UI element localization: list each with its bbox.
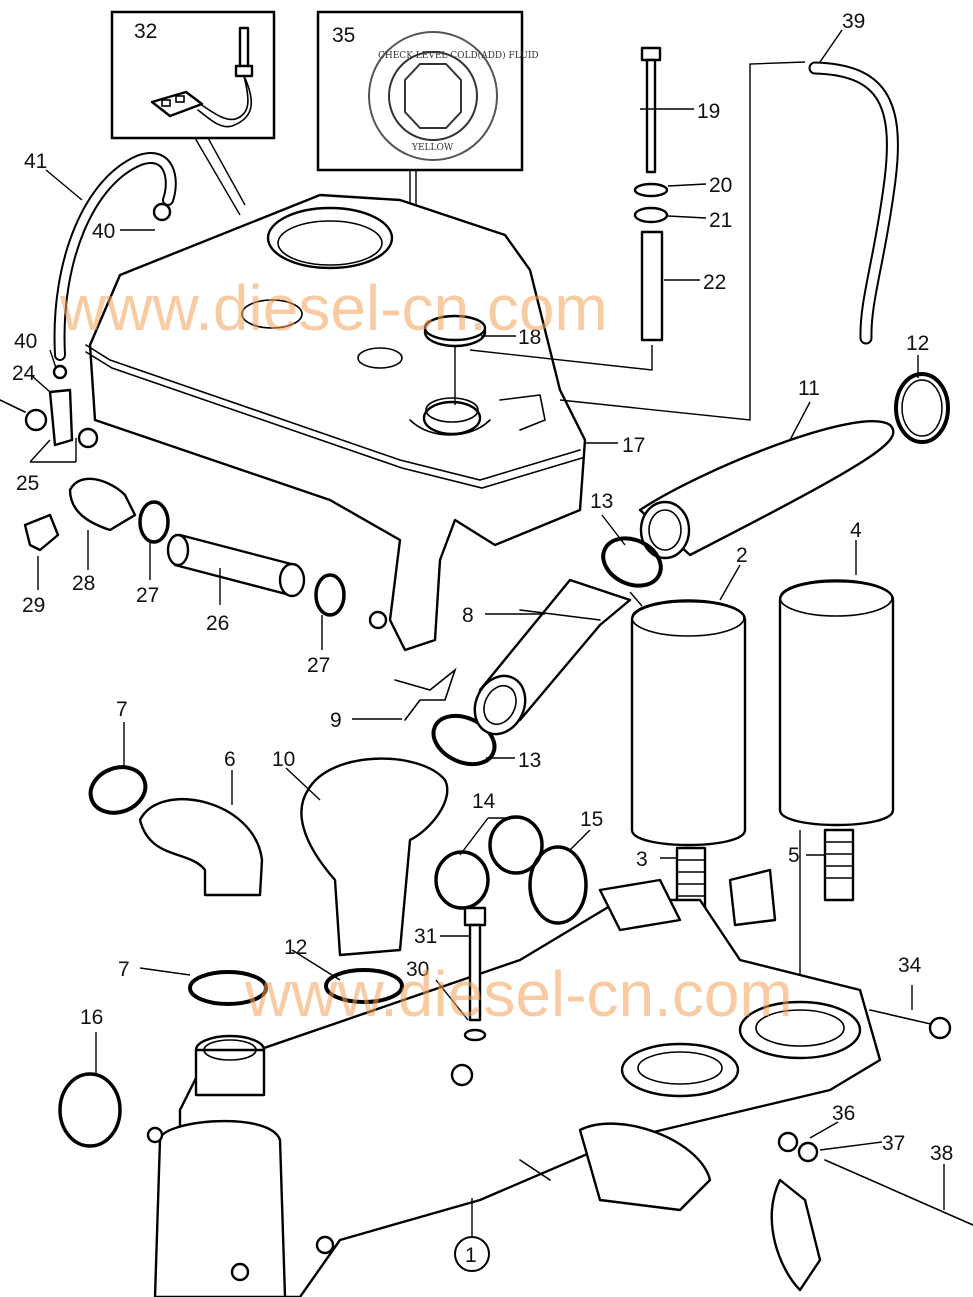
callout-39: 39 (842, 10, 865, 33)
callout-31: 31 (414, 925, 437, 948)
callout-9: 9 (330, 709, 342, 732)
callout-41: 41 (24, 150, 47, 173)
callout-labels: 41 40 40 24 25 29 28 27 26 27 19 20 21 2… (12, 10, 953, 1272)
inset-box-32: 32 (110, 10, 276, 216)
tube-11 (638, 420, 895, 560)
callout-5: 5 (788, 844, 800, 867)
manifold-body-1 (146, 868, 882, 1297)
callout-2: 2 (736, 544, 748, 567)
callout-18: 18 (518, 326, 541, 349)
callout-21: 21 (709, 209, 732, 232)
long-bolt-38 (824, 1159, 973, 1226)
cap-text-top: CHECK LEVEL COLD(ADD) FLUID (378, 50, 539, 61)
callout-16: 16 (80, 1006, 103, 1029)
callout-8: 8 (462, 604, 474, 627)
callout-11: 11 (798, 377, 820, 400)
filter-2 (630, 599, 747, 847)
plug-29 (23, 513, 60, 552)
watermark-bottom: www.diesel-cn.com (244, 958, 793, 1030)
callout-29: 29 (22, 594, 45, 617)
o-ring-16 (58, 1072, 122, 1148)
callout-12-bottom: 12 (284, 936, 307, 959)
o-rings-14-15 (434, 815, 588, 925)
callout-12-top: 12 (906, 332, 929, 355)
callout-24: 24 (12, 362, 36, 385)
bolt-34 (869, 1009, 952, 1040)
bolt-31 (463, 906, 487, 1042)
callout-1-circle: 1 (454, 1236, 490, 1272)
clamp-7-bottom (188, 970, 268, 1006)
callout-6: 6 (224, 748, 236, 771)
callout-13-bottom: 13 (518, 749, 541, 772)
callout-40-top: 40 (92, 220, 115, 243)
callout-37: 37 (882, 1132, 905, 1155)
connector-pipe-8 (473, 578, 632, 736)
sensor-36-37 (770, 1131, 822, 1292)
clamp-12-top (894, 372, 950, 444)
callout-19: 19 (697, 100, 720, 123)
callout-26: 26 (206, 612, 229, 635)
elbow-fitting-28 (68, 477, 137, 532)
clamp-27-left (138, 500, 170, 544)
hose-39 (559, 61, 899, 421)
clip-9 (394, 667, 457, 721)
callout-25: 25 (16, 472, 39, 495)
watermark-top: www.diesel-cn.com (59, 272, 608, 344)
filler-cap-18 (423, 314, 487, 405)
callout-28: 28 (72, 572, 95, 595)
callout-7-top: 7 (116, 698, 128, 721)
callout-13-top: 13 (590, 490, 613, 513)
clamp-12-bottom (324, 968, 404, 1004)
callout-27-left: 27 (136, 584, 159, 607)
bolt-stack-19-22 (469, 46, 669, 371)
expansion-tank (85, 193, 587, 652)
filler-cap-icon: CHECK LEVEL COLD(ADD) FLUID YELLOW (368, 31, 539, 161)
hose-41 (53, 152, 177, 361)
inset-box-35: 35 CHECK LEVEL COLD(ADD) FLUID YELLOW (316, 10, 539, 420)
elbow-hose-10 (300, 757, 449, 957)
callout-3: 3 (636, 848, 648, 871)
callout-14: 14 (472, 790, 496, 813)
callout-17: 17 (622, 434, 645, 457)
inset-32-label: 32 (134, 20, 157, 43)
callout-22: 22 (703, 271, 726, 294)
callout-4: 4 (850, 519, 862, 542)
callout-40-left: 40 (14, 330, 37, 353)
clamp-27-right (314, 573, 346, 617)
level-sensor-icon (150, 26, 254, 128)
callout-1: 1 (465, 1244, 477, 1267)
inset-35-label: 35 (332, 24, 355, 47)
callout-34: 34 (898, 954, 922, 977)
cap-text-bottom: YELLOW (411, 143, 454, 153)
callout-20: 20 (709, 174, 732, 197)
clamp-7-top (88, 765, 148, 815)
callout-7-bottom: 7 (118, 958, 130, 981)
callout-38: 38 (930, 1142, 953, 1165)
clamp-13-lower (431, 713, 497, 767)
hose-26 (166, 533, 306, 598)
callout-10: 10 (272, 748, 295, 771)
callout-leaders (29, 29, 945, 1236)
callout-15: 15 (580, 808, 603, 831)
callout-27-right: 27 (307, 654, 330, 677)
nipple-5 (799, 828, 855, 1040)
filter-4 (778, 579, 895, 827)
elbow-hose-6 (138, 798, 264, 897)
callout-36: 36 (832, 1102, 855, 1125)
fittings-24-25 (0, 364, 99, 449)
clamp-13-upper (601, 536, 663, 588)
callout-30: 30 (406, 958, 429, 981)
